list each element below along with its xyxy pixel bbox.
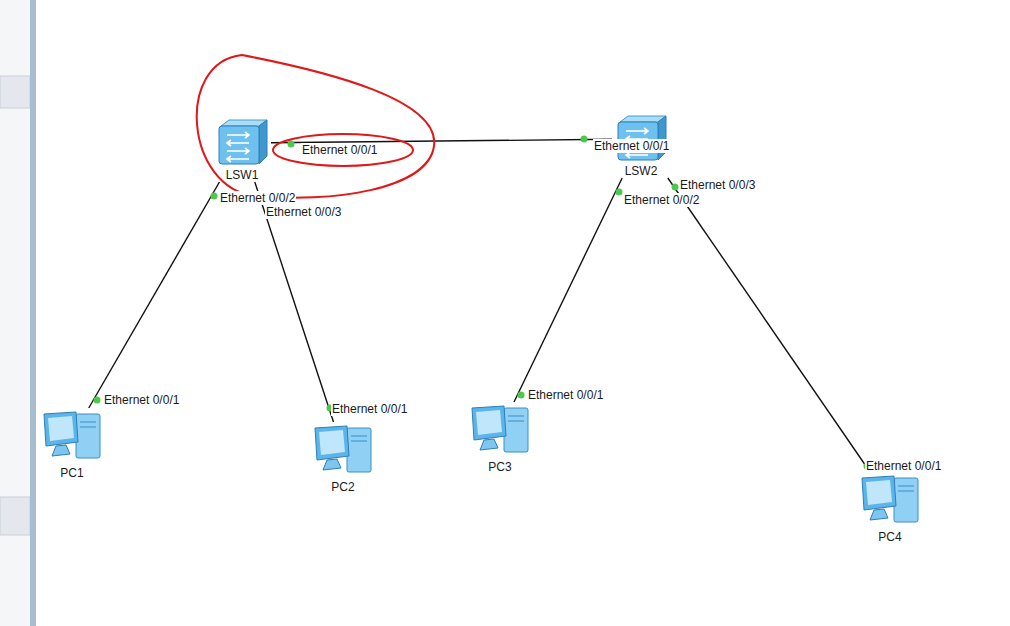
- switch-icon: [618, 116, 666, 160]
- pc-icon: [311, 422, 375, 480]
- network-link: [89, 182, 220, 408]
- pc-icon: [472, 406, 528, 452]
- pc-node: PC1: [38, 408, 106, 480]
- switch-arrow: [626, 128, 648, 134]
- pc-tower: [347, 428, 371, 472]
- port-dot: [581, 136, 588, 143]
- pc-stand: [52, 445, 70, 456]
- port-dot: [518, 392, 525, 399]
- port-label: Ethernet 0/0/1: [331, 402, 408, 416]
- port-dot: [94, 397, 101, 404]
- pc-tower-slots: [80, 422, 96, 427]
- panel-border: [30, 0, 36, 626]
- switch-front: [219, 126, 259, 164]
- pc-stand: [870, 509, 888, 520]
- port-label: Ethernet 0/0/1: [527, 388, 604, 402]
- pc-monitor: [44, 412, 78, 446]
- port-label: Ethernet 0/0/1: [103, 393, 180, 407]
- pc-monitor: [862, 476, 896, 510]
- pc-tower: [894, 478, 918, 522]
- network-link: [514, 178, 622, 402]
- device-name: PC2: [331, 480, 354, 494]
- pc-icon: [862, 476, 918, 522]
- device-name: PC4: [878, 530, 901, 544]
- port-dots: [94, 136, 871, 470]
- pc-tower-slots: [351, 436, 367, 441]
- pc-stand: [480, 439, 498, 450]
- device-name: LSW1: [226, 168, 259, 182]
- switch-arrow: [227, 148, 249, 154]
- pc-tower: [504, 408, 528, 452]
- pc-node: PC4: [856, 472, 924, 544]
- port-label: Ethernet 0/0/1: [865, 459, 942, 473]
- network-link: [668, 178, 870, 472]
- switch-arrow: [227, 132, 249, 138]
- port-dot: [672, 184, 679, 191]
- switch-side: [658, 116, 666, 160]
- switch-node: LSW1: [213, 118, 271, 182]
- port-label: Ethernet 0/0/1: [301, 143, 378, 157]
- switch-side: [259, 120, 267, 164]
- red-annotation-ellipse: [273, 134, 413, 166]
- pc-screen: [866, 480, 892, 505]
- switch-arrow: [227, 140, 249, 146]
- pc-icon: [858, 472, 922, 530]
- device-name: LSW2: [625, 164, 658, 178]
- port-label: Ethernet 0/0/2: [219, 191, 296, 205]
- pc-icon: [468, 402, 532, 460]
- pc-tower: [76, 414, 100, 458]
- pc-tower-slots: [508, 416, 524, 421]
- pc-node: PC3: [466, 402, 534, 474]
- switch-icon: [215, 118, 269, 168]
- pc-icon: [315, 426, 371, 472]
- pc-screen: [319, 430, 345, 455]
- pc-icon: [40, 408, 104, 466]
- port-label: Ethernet 0/0/1: [593, 139, 670, 153]
- red-annotation-loop: [197, 55, 434, 198]
- port-dot: [211, 193, 218, 200]
- pc-screen: [476, 410, 502, 435]
- panel-tab: [0, 76, 30, 108]
- pc-icon: [44, 412, 100, 458]
- pc-monitor: [472, 406, 506, 440]
- port-label: Ethernet 0/0/3: [679, 178, 756, 192]
- port-dot: [288, 141, 295, 148]
- port-label: Ethernet 0/0/3: [265, 205, 342, 219]
- port-dot: [616, 189, 623, 196]
- switch-icon: [219, 120, 267, 164]
- device-name: PC1: [60, 466, 83, 480]
- pc-monitor: [315, 426, 349, 460]
- panel-tab: [0, 497, 30, 535]
- pc-tower-slots: [898, 486, 914, 491]
- port-label: Ethernet 0/0/2: [623, 193, 700, 207]
- pc-stand: [323, 459, 341, 470]
- side-panel: [0, 0, 34, 626]
- pc-node: PC2: [309, 422, 377, 494]
- switch-arrow: [227, 156, 249, 162]
- pc-screen: [48, 416, 74, 441]
- device-name: PC3: [488, 460, 511, 474]
